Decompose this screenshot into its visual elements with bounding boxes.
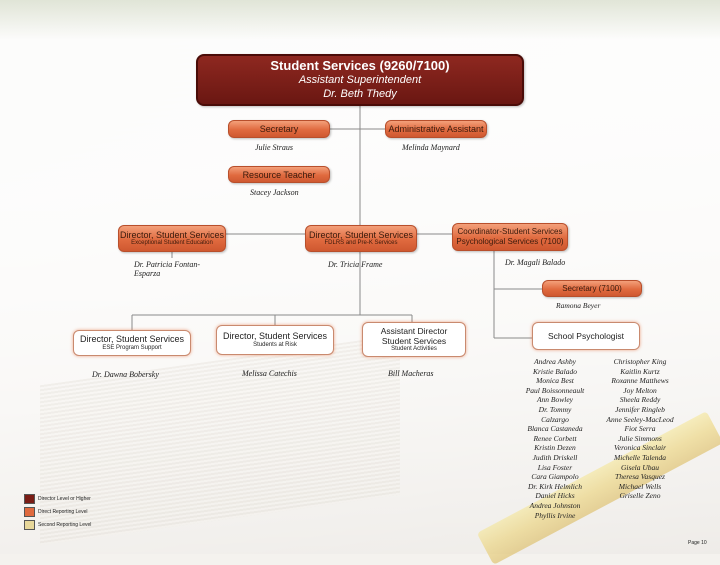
school-psychologist-label: School Psychologist (547, 331, 625, 341)
legend-label: Director Level or Higher (38, 496, 91, 502)
director-ese-sub: Exceptional Student Education (131, 240, 213, 247)
director-ese-support-sub: ESE Program Support (102, 344, 162, 351)
psychologist-name: Andrea Ashby (534, 357, 576, 366)
director-fdlrs-label: Director, Student Services (308, 229, 414, 240)
psychologist-name: Jennifer Ringleb (615, 404, 665, 414)
legend-direct: Direct Reporting Level (24, 507, 87, 517)
psychologist-name: Calzargo (541, 414, 569, 424)
asst-director-box: Assistant Director Student Services Stud… (362, 322, 466, 357)
asst-director-label-2: Student Services (381, 335, 447, 346)
director-at-risk-box: Director, Student Services Students at R… (216, 325, 334, 355)
psychologist-name: Ann Bowley (536, 395, 574, 405)
psychologist-name: Joy Melton (623, 385, 657, 395)
background-band (0, 0, 720, 40)
psychologist-name: Monica Best (536, 376, 574, 386)
psychologist-name: Kristie Balado (533, 366, 577, 376)
director-ese-support-label: Director, Student Services (79, 334, 185, 344)
coord-psych-box: Coordinator-Student Services Psychologic… (452, 223, 568, 251)
admin-assistant-label: Administrative Assistant (388, 124, 484, 134)
legend-label: Direct Reporting Level (38, 509, 88, 515)
psychologist-name: Phyllis Irvine (534, 510, 576, 520)
admin-assistant-name: Melinda Maynard (402, 143, 460, 152)
legend-second: Second Reporting Level (24, 520, 91, 530)
psychologist-name: Sheela Reddy (619, 395, 661, 405)
psychologist-name: Kristin Dezen (534, 443, 576, 453)
psychologist-name: Dr. Kirk Helmlich (528, 481, 582, 491)
director-at-risk-label: Director, Student Services (222, 331, 328, 341)
psychologist-name: Renee Corbett (533, 433, 577, 443)
secretary-label: Secretary (259, 124, 299, 134)
school-psychologist-box: School Psychologist (532, 322, 640, 350)
psychologist-name: Blanca Castaneda (527, 424, 583, 434)
legend-swatch (24, 507, 35, 517)
psychologist-name: Kaitlin Kurtz (620, 366, 660, 376)
top-role: Assistant Superintendent (298, 74, 422, 87)
secretary-name: Julie Straus (255, 143, 293, 152)
secretary-7100-name: Ramona Beyer (556, 301, 601, 310)
page-number: Page 10 (688, 540, 707, 546)
director-fdlrs-sub: FDLRS and Pre-K Services (324, 240, 398, 247)
admin-assistant-box: Administrative Assistant (385, 120, 487, 138)
psychologist-name: Judith Driskell (532, 452, 578, 462)
legend-swatch (24, 494, 35, 504)
secretary-7100-box: Secretary (7100) (542, 280, 642, 297)
psychologist-name: Roxanne Matthews (611, 376, 669, 386)
director-ese-support-box: Director, Student Services ESE Program S… (73, 330, 191, 356)
psychologist-name: Veronica Sinclair (613, 443, 666, 453)
resource-teacher-box: Resource Teacher (228, 166, 330, 183)
psychologist-name: Fiot Serra (624, 424, 656, 434)
psychologist-name: Julie Simmons (618, 433, 662, 443)
secretary-box: Secretary (228, 120, 330, 138)
director-ese-label: Director, Student Services (119, 229, 225, 240)
psychologist-name: Paul Boissonneault (525, 385, 585, 395)
psychologist-name: Lisa Foster (537, 462, 573, 472)
psychologist-name: Dr. Tommy (538, 404, 572, 414)
coord-psych-label-2: Psychological Services (7100) (456, 237, 564, 246)
director-fdlrs-name: Dr. Tricia Frame (328, 260, 383, 269)
coord-psych-label-1: Coordinator-Student Services (457, 227, 563, 237)
top-box: Student Services (9260/7100) Assistant S… (196, 54, 524, 106)
director-ese-support-name: Dr. Dawna Bobersky (92, 370, 159, 379)
legend-swatch (24, 520, 35, 530)
psychologist-name: Michael Wells (618, 481, 662, 491)
top-name: Dr. Beth Thedy (323, 88, 397, 101)
psychologist-name: Theresa Vasquez (615, 472, 665, 482)
legend-label: Second Reporting Level (38, 522, 92, 528)
psychologist-name: Gisela Ubau (620, 462, 660, 472)
asst-director-label-1: Assistant Director (380, 325, 448, 336)
director-ese-box: Director, Student Services Exceptional S… (118, 225, 226, 252)
resource-teacher-label: Resource Teacher (242, 169, 316, 180)
psychologist-name: Andrea Johnston (529, 500, 581, 510)
psychologist-name: Michelle Talenda (613, 452, 666, 462)
director-at-risk-name: Melissa Catechis (242, 369, 297, 378)
psychologist-name: Daniel Hicks (535, 491, 575, 501)
legend-director: Director Level or Higher (24, 494, 91, 504)
asst-director-name: Bill Macheras (388, 369, 434, 378)
resource-teacher-name: Stacey Jackson (250, 188, 299, 197)
asst-director-sub: Student Activities (391, 346, 437, 353)
psychologist-name: Griselle Zeno (619, 491, 661, 501)
psychologist-name: Anne Seeley-MacLeod (606, 414, 674, 424)
secretary-7100-label: Secretary (7100) (562, 284, 622, 293)
psychologist-name: Christopher King (613, 357, 667, 366)
top-title: Student Services (9260/7100) (270, 58, 450, 74)
psychologist-name: Cara Giampolo (531, 472, 579, 482)
director-fdlrs-box: Director, Student Services FDLRS and Pre… (305, 225, 417, 252)
director-ese-name: Dr. Patricia Fontan-Esparza (134, 260, 200, 278)
coord-psych-name: Dr. Magali Balado (505, 258, 566, 267)
director-at-risk-sub: Students at Risk (253, 341, 297, 348)
